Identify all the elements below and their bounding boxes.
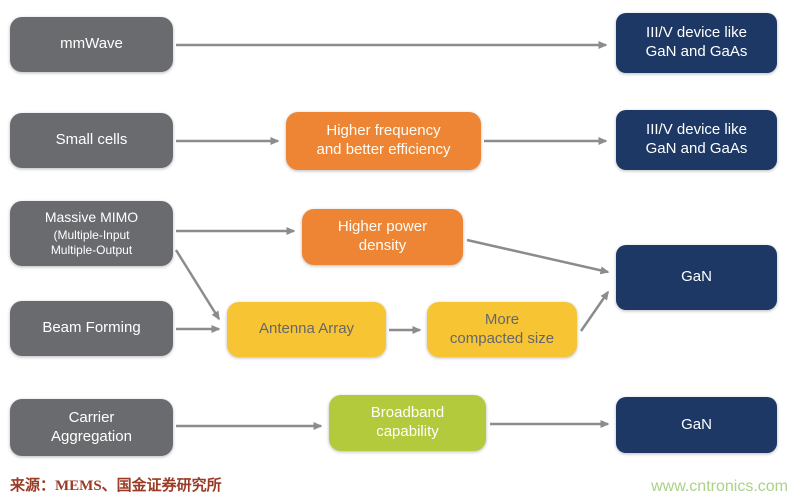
node-small-cells: Small cells: [10, 113, 173, 168]
node-sublabel: (Multiple-Input Multiple-Output: [50, 228, 133, 258]
node-gan-lower: GaN: [616, 397, 777, 453]
node-higher-frequency: Higher frequency and better efficiency: [286, 112, 481, 170]
node-label: Massive MIMO: [44, 208, 139, 225]
node-label: Higher frequency and better efficiency: [316, 122, 451, 158]
arrow-mimo-to-antenna: [174, 249, 221, 321]
source-credit: 来源：MEMS、国金证券研究所: [10, 478, 222, 494]
arrow-power-to-gan: [466, 238, 610, 275]
node-beam-forming: Beam Forming: [10, 301, 173, 356]
node-label: mmWave: [60, 35, 123, 53]
node-label: III/V device like GaN and GaAs: [645, 24, 748, 60]
node-label: Carrier Aggregation: [51, 408, 132, 445]
node-label: Small cells: [55, 131, 128, 149]
node-carrier-aggregation: Carrier Aggregation: [10, 399, 173, 456]
node-label: GaN: [681, 415, 712, 433]
node-iiiv-device-top: III/V device like GaN and GaAs: [616, 13, 777, 73]
node-label: Higher power density: [337, 218, 428, 254]
node-mmwave: mmWave: [10, 17, 173, 72]
node-higher-power-density: Higher power density: [302, 209, 463, 265]
node-label: III/V device like GaN and GaAs: [645, 121, 748, 157]
node-massive-mimo: Massive MIMO (Multiple-Input Multiple-Ou…: [10, 201, 173, 266]
node-more-compacted-size: More compacted size: [427, 302, 577, 357]
node-broadband-capability: Broadband capability: [329, 395, 486, 451]
node-iiiv-device-second: III/V device like GaN and GaAs: [616, 110, 777, 170]
arrow-compacted-to-gan: [579, 290, 610, 332]
node-label: GaN: [681, 268, 712, 286]
node-antenna-array: Antenna Array: [227, 302, 386, 357]
node-label: Broadband capability: [370, 404, 445, 440]
node-label: Antenna Array: [258, 320, 355, 338]
site-watermark: www.cntronics.com: [651, 478, 788, 495]
node-gan-upper: GaN: [616, 245, 777, 310]
node-label: More compacted size: [449, 310, 555, 347]
node-label: Beam Forming: [42, 319, 141, 337]
